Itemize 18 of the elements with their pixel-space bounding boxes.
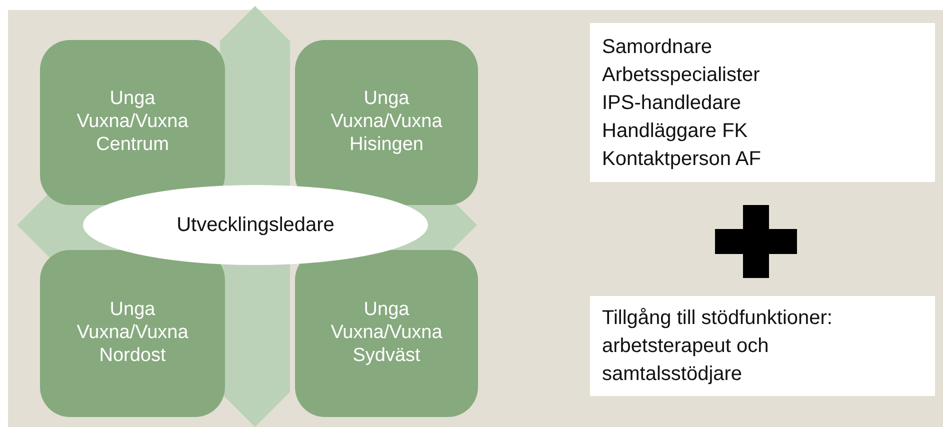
node-label: Unga Vuxna/Vuxna Centrum [76,88,190,157]
list-text: Arbetsspecialister [602,62,761,88]
rounded-box [40,250,225,417]
ellipse-node [83,185,428,265]
node-label: Unga Vuxna/Vuxna Nordost [76,299,190,368]
rounded-box [295,250,478,417]
node-label: Utvecklingsledare [176,214,334,236]
list-text: Handläggare FK [602,118,749,144]
node-label: Unga Vuxna/Vuxna Sydväst [330,299,444,368]
list-text: IPS-handledare [602,90,742,116]
list-text: Kontaktperson AF [602,146,762,172]
node-label: Unga Vuxna/Vuxna Hisingen [330,88,444,157]
text-box [590,296,935,396]
rounded-box [40,40,225,205]
list-text: Tillgång till stödfunktioner: arbetsterapeut och samtalsstödjare [602,306,834,387]
text-box [590,23,935,182]
rounded-box [295,40,478,205]
list-text: Samordnare [602,34,714,60]
